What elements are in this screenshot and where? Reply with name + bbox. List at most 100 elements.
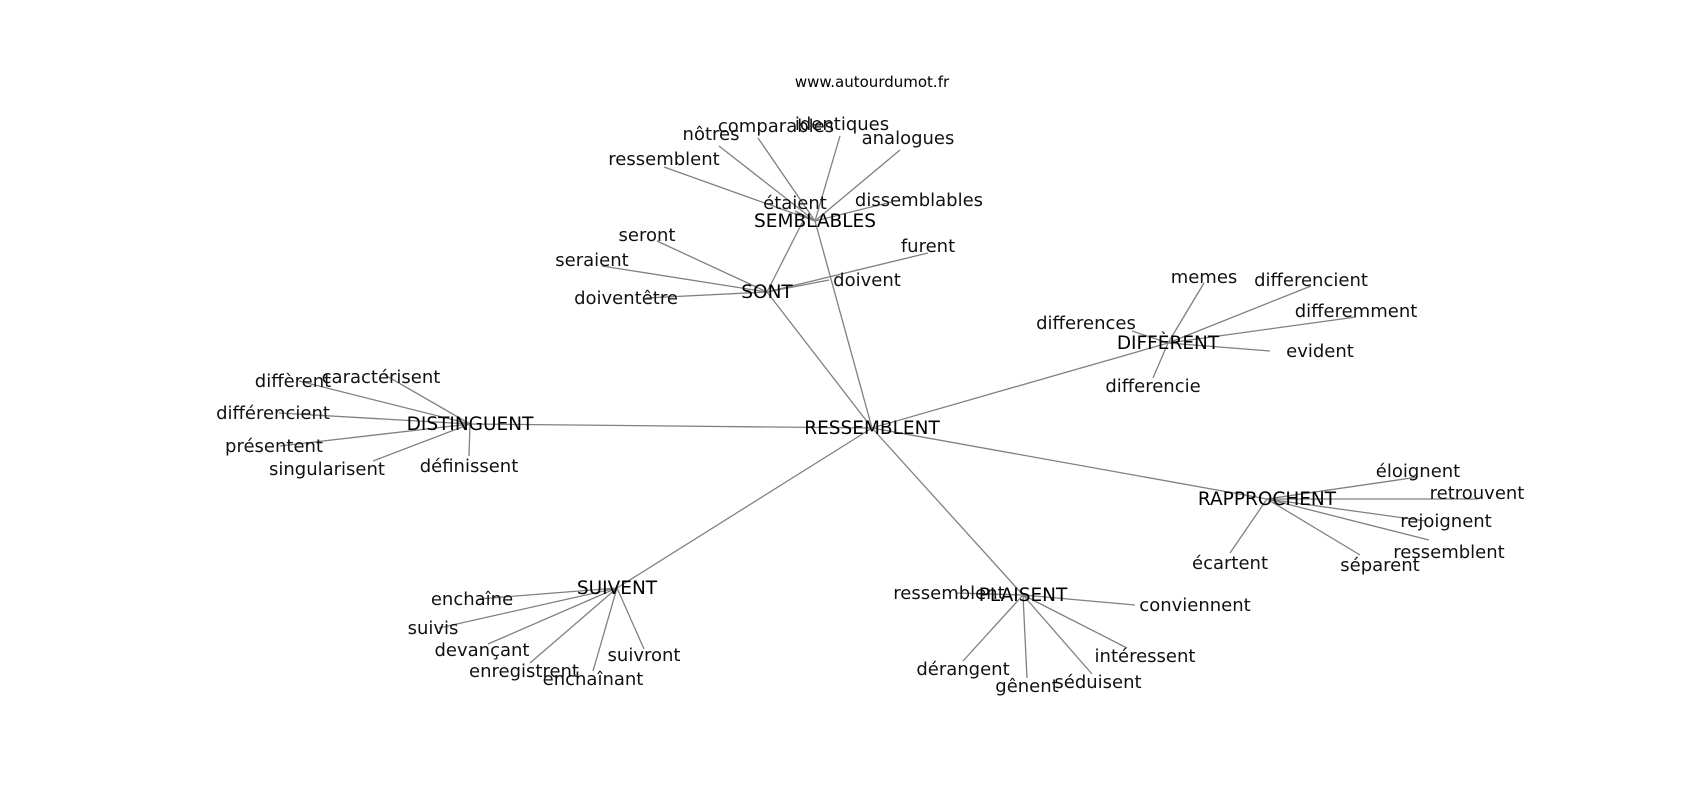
edge-plaisent-5: [962, 594, 1024, 662]
edge-different-4: [1167, 342, 1271, 352]
edge-semblables-6: [814, 201, 892, 222]
edge-plaisent-1: [1022, 594, 1136, 606]
edge-semblables-4: [814, 135, 841, 222]
edge-semblables-1: [663, 166, 816, 222]
node-word-suivent-1: suivis: [408, 618, 459, 639]
node-word-different-1: differencient: [1254, 270, 1368, 291]
node-word-rapprochent-4: séparent: [1340, 555, 1419, 576]
node-word-sont-2: doiventêtre: [574, 288, 678, 309]
edge-suivent-3: [529, 587, 618, 664]
edge-center-plaisent: [871, 427, 1024, 596]
edge-semblables-sont: [766, 220, 804, 293]
edge-semblables-2: [718, 145, 816, 222]
node-word-suivent-3: enregistrent: [469, 661, 579, 682]
edge-sont-3: [766, 252, 929, 293]
node-word-distinguent-5: définissent: [420, 456, 519, 477]
edge-center-suivent: [616, 427, 873, 589]
node-word-sont-4: doivent: [833, 270, 901, 291]
node-word-different-3: differemment: [1295, 301, 1418, 322]
node-word-distinguent-1: caractérisent: [322, 367, 441, 388]
edge-plaisent-2: [1022, 594, 1128, 649]
node-word-semblables-0: étaient: [763, 193, 827, 214]
edge-rapprochent-3: [1266, 498, 1430, 541]
edge-sont-0: [656, 240, 768, 293]
edge-suivent-2: [487, 587, 618, 645]
node-word-semblables-2: nôtres: [683, 124, 740, 145]
edge-semblables-3: [757, 137, 816, 222]
node-word-rapprochent-1: retrouvent: [1430, 483, 1525, 504]
edge-distinguent-1: [384, 374, 471, 425]
node-hub-semblables: SEMBLABLES: [754, 211, 876, 232]
node-word-rapprochent-0: éloignent: [1376, 461, 1460, 482]
node-word-suivent-0: enchaîne: [431, 589, 513, 610]
edge-rapprochent-2: [1266, 498, 1427, 522]
node-word-suivent-4: enchaînant: [543, 669, 644, 690]
node-word-semblables-5: analogues: [862, 128, 955, 149]
node-word-semblables-1: ressemblent: [608, 149, 719, 170]
node-word-suivent-5: suivront: [608, 645, 681, 666]
edge-center-distinguent: [469, 423, 873, 429]
edge-distinguent-5: [468, 423, 471, 457]
node-word-plaisent-4: gênent: [995, 676, 1058, 697]
node-word-plaisent-0: ressemblent: [893, 583, 1004, 604]
edge-rapprochent-0: [1266, 476, 1419, 500]
edge-different-1: [1167, 285, 1312, 344]
edge-sont-2: [645, 291, 768, 299]
edge-semblables-5: [814, 149, 901, 222]
edge-different-2: [1131, 330, 1169, 344]
edge-rapprochent-5: [1229, 498, 1268, 554]
edge-sont-1: [601, 265, 768, 293]
edge-distinguent-3: [279, 423, 471, 447]
node-word-different-4: evident: [1286, 341, 1354, 362]
edge-plaisent-4: [1022, 594, 1028, 679]
node-word-different-0: memes: [1171, 267, 1238, 288]
node-hub-different: DIFFÈRENT: [1117, 332, 1220, 354]
edge-plaisent-0: [956, 592, 1024, 596]
edge-different-5: [1152, 342, 1169, 379]
node-word-different-2: differences: [1036, 313, 1136, 334]
node-word-sont-3: furent: [901, 236, 955, 257]
node-hub-distinguent: DISTINGUENT: [407, 414, 534, 435]
node-word-semblables-4: identiques: [795, 114, 889, 135]
edge-distinguent-2: [278, 412, 471, 425]
node-word-semblables-6: dissemblables: [855, 190, 983, 211]
node-hub-suivent: SUIVENT: [577, 578, 658, 599]
node-word-plaisent-5: dérangent: [916, 659, 1009, 680]
edge-different-0: [1167, 282, 1205, 344]
node-word-suivent-2: devançant: [435, 640, 530, 661]
node-word-plaisent-3: séduisent: [1054, 672, 1141, 693]
node-word-sont-1: seraient: [555, 250, 628, 271]
edge-suivent-1: [438, 587, 618, 629]
edge-center-rapprochent: [871, 427, 1268, 500]
node-word-plaisent-1: conviennent: [1139, 595, 1250, 616]
node-word-rapprochent-5: écartent: [1192, 553, 1268, 574]
node-word-distinguent-3: présentent: [225, 436, 323, 457]
node-word-rapprochent-2: rejoignent: [1400, 511, 1491, 532]
edge-distinguent-0: [298, 380, 471, 425]
edge-suivent-5: [616, 587, 645, 650]
node-word-distinguent-4: singularisent: [269, 459, 385, 480]
node-hub-sont: SONT: [741, 282, 793, 303]
node-word-sont-0: seront: [619, 225, 676, 246]
node-word-distinguent-0: diffèrent: [255, 371, 331, 392]
graph-edges: [278, 135, 1477, 679]
edge-suivent-4: [592, 587, 618, 672]
node-hub-plaisent: PLAISENT: [979, 585, 1068, 606]
node-hub-rapprochent: RAPPROCHENT: [1198, 489, 1337, 510]
node-word-rapprochent-3: ressemblent: [1393, 542, 1504, 563]
edge-distinguent-4: [372, 423, 471, 462]
edge-plaisent-3: [1022, 594, 1093, 675]
edge-center-semblables: [814, 220, 873, 429]
edge-rapprochent-4: [1266, 498, 1361, 556]
node-word-distinguent-2: différencient: [216, 403, 330, 424]
edge-suivent-0: [477, 587, 618, 600]
edge-center-different: [871, 342, 1169, 429]
node-center-label: RESSEMBLENT: [804, 418, 940, 439]
node-word-different-5: differencie: [1105, 376, 1200, 397]
node-word-semblables-3: comparables: [718, 116, 834, 137]
edge-sont-4: [766, 279, 830, 293]
edge-center-sont: [766, 291, 873, 429]
node-word-plaisent-2: intéressent: [1095, 646, 1196, 667]
